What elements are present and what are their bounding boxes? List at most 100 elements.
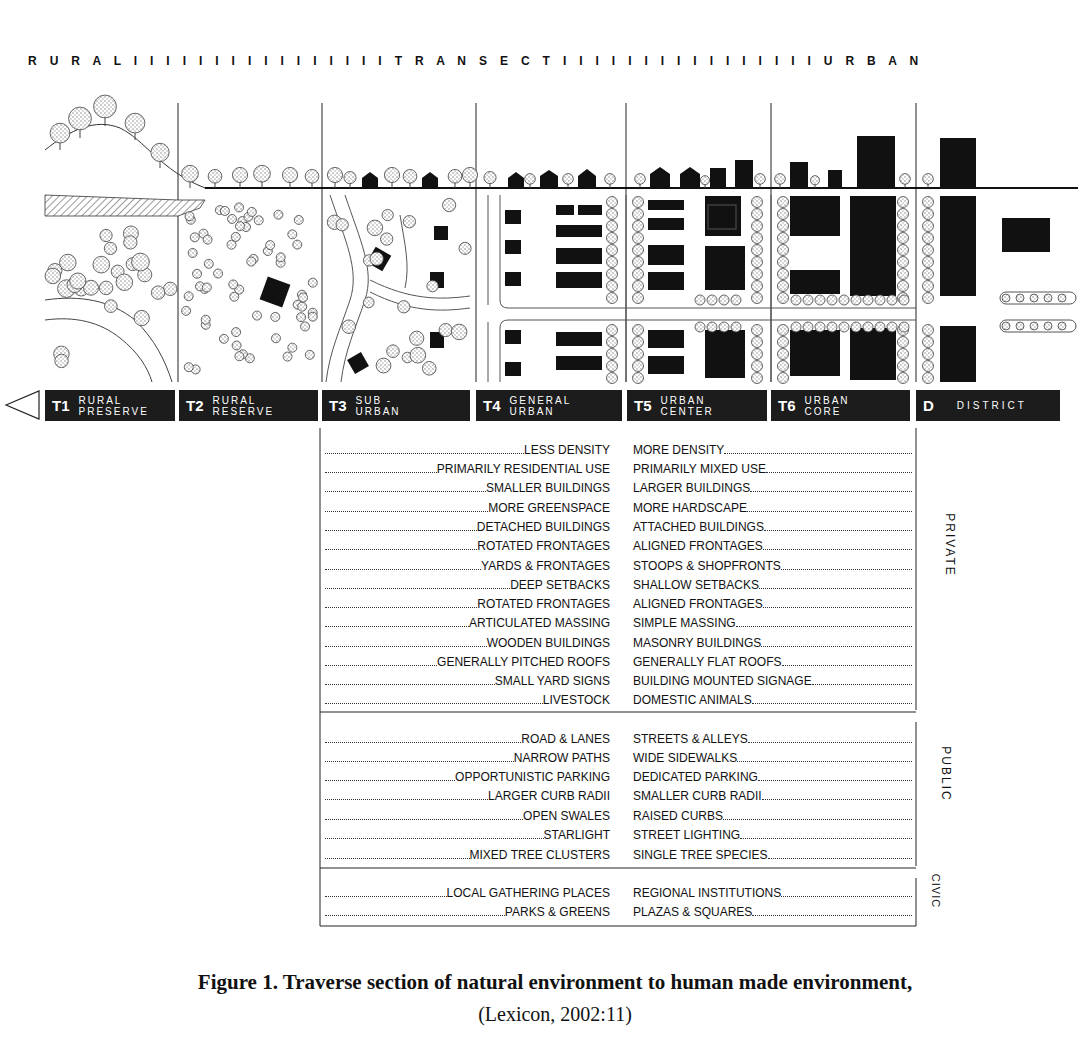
- contrast-term: WOODEN BUILDINGS: [487, 636, 610, 650]
- contrast-row-rural: LOCAL GATHERING PLACES: [325, 884, 610, 900]
- contrast-term: MORE HARDSCAPE: [633, 501, 747, 515]
- contrast-row-rural: YARDS & FRONTAGES: [325, 557, 610, 573]
- contrast-row-rural: ARTICULATED MASSING: [325, 614, 610, 630]
- leader-dots: [740, 838, 912, 839]
- leader-dots: [325, 549, 477, 550]
- leader-dots: [747, 511, 912, 512]
- leader-dots: [325, 453, 524, 454]
- contrast-row-urban: ALIGNED FRONTAGES: [633, 595, 912, 611]
- contrast-row-urban: MASONRY BUILDINGS: [633, 634, 912, 650]
- transect-zone-bar: T1RURAL PRESERVE: [45, 390, 175, 421]
- leader-dots: [325, 742, 521, 743]
- contrast-term: LIVESTOCK: [543, 693, 610, 707]
- contrast-term: NARROW PATHS: [514, 751, 610, 765]
- contrast-term: PARKS & GREENS: [505, 905, 610, 919]
- leader-dots: [812, 684, 912, 685]
- transect-zone-bar: T3 SUB - URBAN: [322, 390, 470, 421]
- leader-dots: [325, 588, 510, 589]
- contrast-row-urban: PLAZAS & SQUARES: [633, 903, 912, 919]
- zone-code: T6: [778, 397, 796, 414]
- contrast-term: DOMESTIC ANIMALS: [633, 693, 752, 707]
- contrast-term: SINGLE TREE SPECIES: [633, 848, 768, 862]
- transect-zone-bar: D DISTRICT: [916, 390, 1060, 421]
- contrast-term: ATTACHED BUILDINGS: [633, 520, 764, 534]
- contrast-row-rural: PARKS & GREENS: [325, 903, 610, 919]
- leader-dots: [325, 607, 477, 608]
- leader-dots: [763, 607, 912, 608]
- zone-code: T2: [186, 397, 204, 414]
- leader-dots: [761, 646, 912, 647]
- leader-dots: [325, 838, 544, 839]
- contrast-term: SHALLOW SETBACKS: [633, 578, 759, 592]
- leader-dots: [325, 684, 495, 685]
- transect-header: R U R A L I I I I I I I I I I I I I I I …: [28, 54, 923, 68]
- contrast-row-rural: DETACHED BUILDINGS: [325, 518, 610, 534]
- zone-name: SUB - URBAN: [356, 395, 401, 417]
- contrast-term: REGIONAL INSTITUTIONS: [633, 886, 781, 900]
- source-citation: (Lexicon, 2002:11): [478, 1003, 632, 1026]
- leader-dots: [325, 703, 543, 704]
- leader-dots: [325, 569, 481, 570]
- contrast-term: PLAZAS & SQUARES: [633, 905, 752, 919]
- transect-zone-bar: T6 URBAN CORE: [771, 390, 910, 421]
- contrast-term: STARLIGHT: [544, 828, 610, 842]
- leader-dots: [750, 491, 912, 492]
- zone-name: DISTRICT: [957, 400, 1027, 411]
- contrast-row-rural: PRIMARILY RESIDENTIAL USE: [325, 460, 610, 476]
- leader-dots: [768, 858, 913, 859]
- contrast-term: STREETS & ALLEYS: [633, 732, 748, 746]
- contrast-term: ROAD & LANES: [521, 732, 610, 746]
- leader-dots: [748, 742, 912, 743]
- contrast-term: OPEN SWALES: [523, 809, 610, 823]
- contrast-term: ARTICULATED MASSING: [469, 616, 610, 630]
- contrast-row-rural: MIXED TREE CLUSTERS: [325, 846, 610, 862]
- leader-dots: [325, 511, 488, 512]
- leader-dots: [325, 858, 470, 859]
- contrast-term: SMALL YARD SIGNS: [495, 674, 610, 688]
- contrast-term: OPPORTUNISTIC PARKING: [455, 770, 610, 784]
- contrast-row-urban: RAISED CURBS: [633, 807, 912, 823]
- contrast-row-urban: DOMESTIC ANIMALS: [633, 691, 912, 707]
- contrast-term: LARGER CURB RADII: [488, 789, 610, 803]
- contrast-row-rural: OPPORTUNISTIC PARKING: [325, 768, 610, 784]
- leader-dots: [752, 915, 912, 916]
- contrast-row-rural: ROTATED FRONTAGES: [325, 537, 610, 553]
- contrast-row-urban: STREET LIGHTING: [633, 826, 912, 842]
- contrast-term: LOCAL GATHERING PLACES: [447, 886, 610, 900]
- leader-dots: [759, 588, 912, 589]
- contrast-row-rural: LARGER CURB RADII: [325, 787, 610, 803]
- contrast-term: PRIMARILY RESIDENTIAL USE: [437, 462, 610, 476]
- contrast-row-urban: GENERALLY FLAT ROOFS: [633, 653, 912, 669]
- contrast-term: SMALLER CURB RADII: [633, 789, 762, 803]
- contrast-row-rural: SMALLER BUILDINGS: [325, 479, 610, 495]
- leader-dots: [766, 472, 912, 473]
- contrast-row-urban: STREETS & ALLEYS: [633, 730, 912, 746]
- zone-name: GENERAL URBAN: [510, 395, 571, 417]
- contrast-term: DEDICATED PARKING: [633, 770, 758, 784]
- contrast-term: SIMPLE MASSING: [633, 616, 736, 630]
- leader-dots: [325, 799, 488, 800]
- leader-dots: [325, 665, 437, 666]
- contrast-term: LARGER BUILDINGS: [633, 481, 750, 495]
- contrast-term: ALIGNED FRONTAGES: [633, 539, 763, 553]
- contrast-row-urban: WIDE SIDEWALKS: [633, 749, 912, 765]
- leader-dots: [752, 703, 912, 704]
- leader-dots: [762, 799, 912, 800]
- section-label: PRIVATE: [943, 513, 957, 577]
- contrast-row-urban: SINGLE TREE SPECIES: [633, 846, 912, 862]
- zone-name: URBAN CORE: [805, 395, 850, 417]
- zone-name: RURAL PRESERVE: [79, 395, 149, 417]
- leader-dots: [764, 530, 912, 531]
- contrast-row-rural: MORE GREENSPACE: [325, 499, 610, 515]
- contrast-term: GENERALLY FLAT ROOFS: [633, 655, 782, 669]
- contrast-row-urban: ATTACHED BUILDINGS: [633, 518, 912, 534]
- contrast-row-urban: ALIGNED FRONTAGES: [633, 537, 912, 553]
- contrast-row-rural: NARROW PATHS: [325, 749, 610, 765]
- contrast-row-urban: LARGER BUILDINGS: [633, 479, 912, 495]
- leader-dots: [325, 761, 514, 762]
- leader-dots: [325, 915, 505, 916]
- zone-code: T3: [329, 397, 347, 414]
- leader-dots: [325, 819, 523, 820]
- contrast-row-rural: STARLIGHT: [325, 826, 610, 842]
- zone-code: D: [923, 397, 934, 414]
